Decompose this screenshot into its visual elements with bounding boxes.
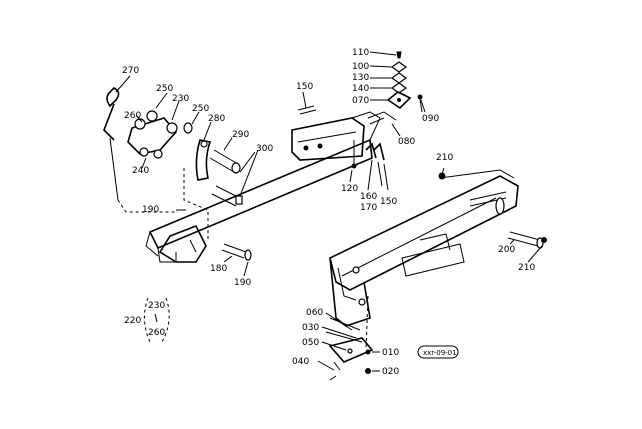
label-300: 300 <box>256 144 273 154</box>
label-200: 200 <box>498 245 515 255</box>
label-170: 170 <box>360 203 377 213</box>
label-230-b: 230 <box>148 301 165 311</box>
label-260: 260 <box>124 111 141 121</box>
label-160: 160 <box>360 192 377 202</box>
leader-lines <box>115 51 543 372</box>
label-090: 090 <box>422 114 439 124</box>
bottom-plate <box>325 295 374 381</box>
label-120: 120 <box>341 184 358 194</box>
alt-part-group <box>144 297 170 343</box>
top-parts-stack <box>365 51 423 187</box>
label-030: 030 <box>302 323 319 333</box>
right-assembly <box>329 169 547 327</box>
label-190: 190 <box>142 205 159 215</box>
label-180: 180 <box>210 264 227 274</box>
label-230: 230 <box>172 94 189 104</box>
label-110: 110 <box>352 48 369 58</box>
label-190-b: 190 <box>234 278 251 288</box>
label-210-b: 210 <box>518 263 535 273</box>
label-130: 130 <box>352 73 369 83</box>
label-040: 040 <box>292 357 309 367</box>
label-280: 280 <box>208 114 225 124</box>
label-020: 020 <box>382 367 399 377</box>
label-250-b: 250 <box>192 104 209 114</box>
label-290: 290 <box>232 130 249 140</box>
label-080: 080 <box>398 137 415 147</box>
left-assembly <box>103 87 381 263</box>
label-260-b: 260 <box>148 328 165 338</box>
label-250: 250 <box>156 84 173 94</box>
label-140: 140 <box>352 84 369 94</box>
label-210: 210 <box>436 153 453 163</box>
drawing-code-stamp <box>417 345 459 359</box>
label-010: 010 <box>382 348 399 358</box>
label-100: 100 <box>352 62 369 72</box>
label-220: 220 <box>124 316 141 326</box>
label-050: 050 <box>302 338 319 348</box>
label-240: 240 <box>132 166 149 176</box>
label-270: 270 <box>122 66 139 76</box>
label-060: 060 <box>306 308 323 318</box>
part-labels: 270 250 230 260 250 280 290 300 240 190 … <box>122 48 535 377</box>
label-150-b: 150 <box>380 197 397 207</box>
drawing-code: xxr-09-01 <box>423 349 457 357</box>
label-070: 070 <box>352 96 369 106</box>
label-150: 150 <box>296 82 313 92</box>
